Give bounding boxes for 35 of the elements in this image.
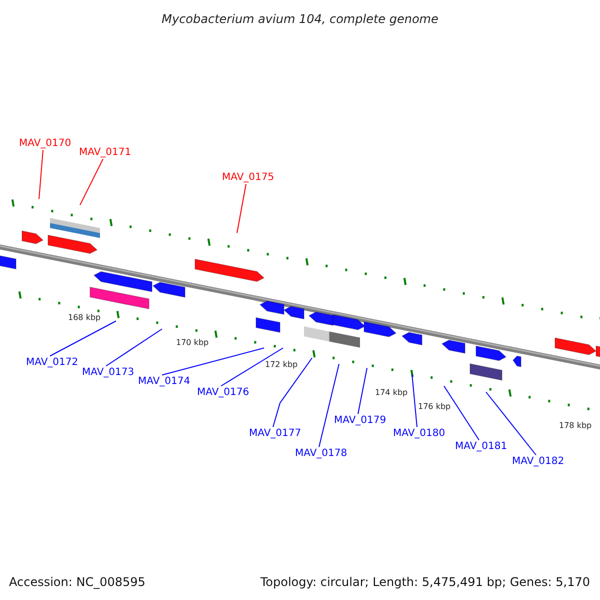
gene-label: MAV_0176 — [197, 386, 250, 399]
scale-label: 168 kbp — [68, 313, 101, 323]
leader-line — [50, 320, 116, 356]
gene-label: MAV_0179 — [334, 414, 386, 427]
scale-label: 178 kbp — [559, 421, 592, 431]
gene-label: MAV_0175 — [222, 171, 274, 184]
gene-label: MAV_0177 — [249, 427, 302, 440]
gene-label: MAV_0172 — [26, 356, 78, 369]
genome-info-text: Topology: circular; Length: 5,475,491 bp; Genes: 5,170 — [260, 575, 590, 590]
gene-label: MAV_0178 — [295, 447, 348, 460]
gene-label: MAV_0174 — [138, 375, 190, 388]
gene-label: MAV_0173 — [82, 366, 134, 379]
leader-line — [272, 358, 312, 428]
leader-line — [358, 368, 368, 414]
gene-label: MAV_0181 — [455, 440, 508, 453]
leader-line — [106, 328, 162, 366]
scale-label: 170 kbp — [176, 338, 209, 348]
leader-line — [412, 374, 418, 428]
leader-line — [162, 348, 264, 376]
leader-line — [236, 184, 246, 234]
leader-line — [38, 150, 44, 200]
scale-label: 172 kbp — [265, 360, 298, 370]
leader-line — [486, 392, 536, 456]
scale-label: 176 kbp — [418, 402, 451, 412]
leader-line — [444, 386, 480, 440]
gene-label: MAV_0170 — [19, 137, 72, 150]
title: Mycobacterium avium 104, complete genome — [160, 11, 440, 28]
gene-label: MAV_0182 — [512, 455, 564, 468]
scale-label: 174 kbp — [375, 388, 408, 398]
leader-line — [220, 348, 284, 386]
gene-label: MAV_0180 — [393, 427, 446, 440]
gene-label: MAV_0171 — [79, 146, 132, 159]
leader-line — [80, 158, 104, 206]
leader-line — [318, 364, 340, 448]
accession-text: Accession: NC_008595 — [9, 575, 146, 590]
